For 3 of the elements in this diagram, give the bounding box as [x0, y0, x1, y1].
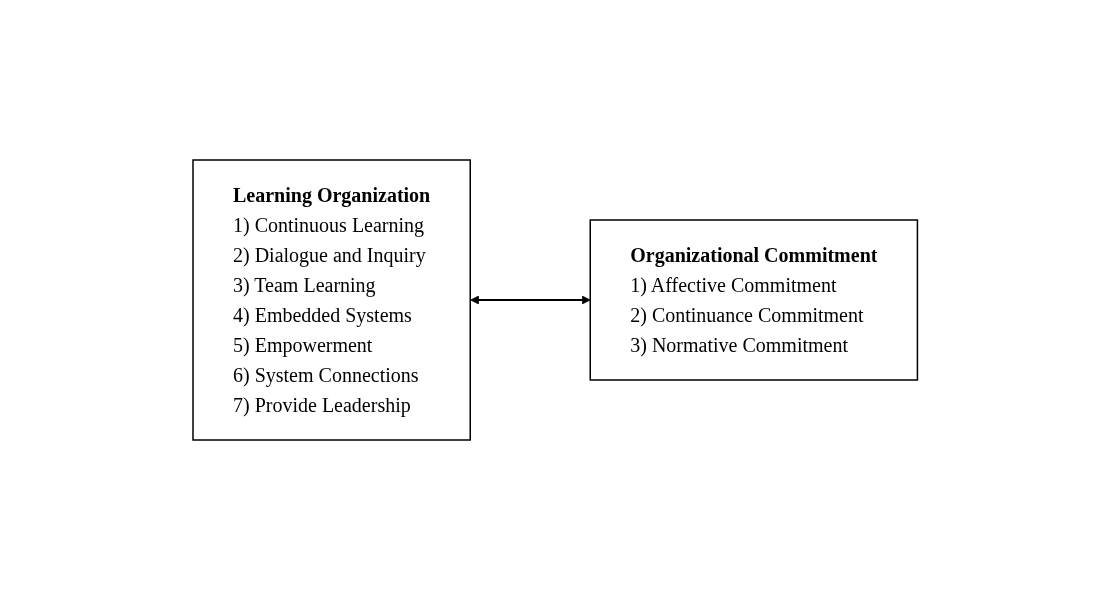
node-box: Learning Organization 1) Continuous Learning 2) Dialogue and Inquiry 3) Team Learning 4) Embedded Systems 5) Empowerment 6) System Connections 7) Provide Leadership	[192, 158, 471, 441]
node-box: Organizational Commitment 1) Affective Commitment 2) Continuance Commitment 3) Normative Commitment	[589, 218, 918, 381]
arrow	[470, 295, 591, 304]
